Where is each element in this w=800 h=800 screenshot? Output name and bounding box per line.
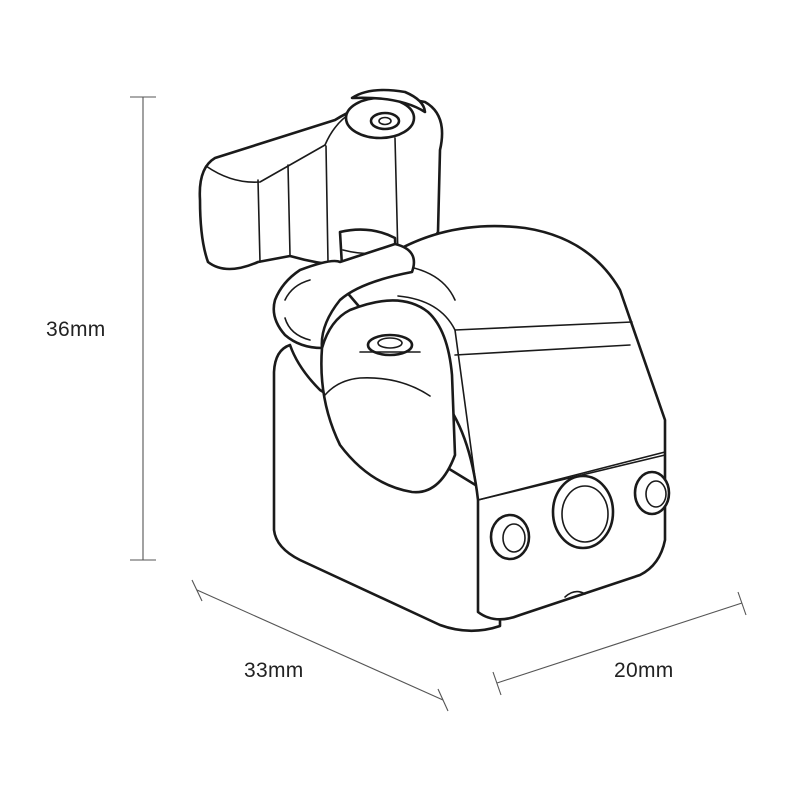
- width-dimension-line: [191, 579, 449, 712]
- bottom-notch: [564, 590, 586, 598]
- depth-label: 20mm: [614, 659, 674, 682]
- width-label: 33mm: [244, 659, 304, 682]
- rod-bore: [320, 299, 457, 494]
- wing-lever: [198, 98, 444, 271]
- clamp-jaw: [272, 242, 416, 350]
- height-label: 36mm: [46, 318, 106, 341]
- mounting-holes: [489, 470, 671, 561]
- depth-dimension-line: [492, 591, 747, 696]
- mounting-hole-left: [489, 513, 531, 561]
- mounting-hole-center: [551, 474, 615, 550]
- knob-screw-head: [344, 88, 427, 140]
- mounting-hole-right: [633, 470, 671, 516]
- height-dimension-line: [130, 96, 156, 561]
